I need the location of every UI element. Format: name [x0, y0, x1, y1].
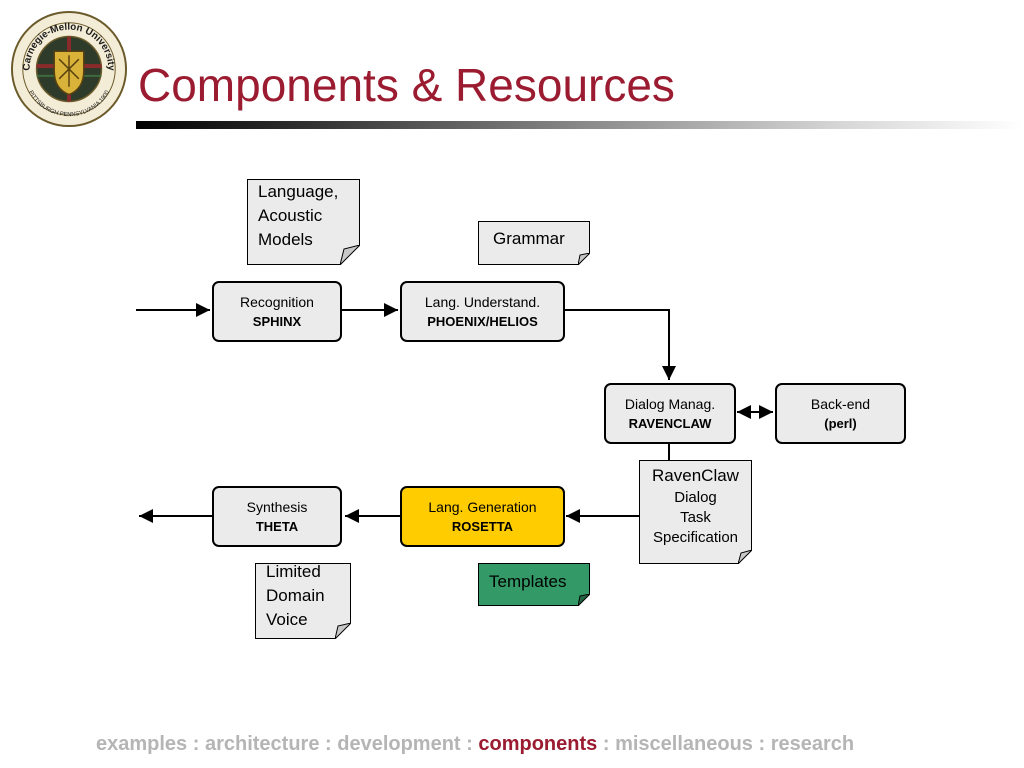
- backend-component: Back-end (perl): [775, 383, 906, 444]
- page-fold-icon: [578, 253, 590, 265]
- ravenclaw-spec-line-4: Specification: [652, 529, 739, 546]
- backend-engine: (perl): [824, 415, 857, 431]
- dialog-manager-label: Dialog Manag.: [624, 395, 716, 412]
- footer-separator: :: [597, 733, 616, 755]
- footer-nav: examples : architecture : development : …: [96, 733, 854, 756]
- footer-separator: :: [752, 733, 771, 755]
- university-seal-logo: Carnegie-Mellon University PITTSBURGH PE…: [10, 10, 128, 128]
- synthesis-engine: THETA: [255, 518, 299, 534]
- footer-link-development[interactable]: development: [337, 733, 461, 755]
- dialog-manager-component: Dialog Manag. RAVENCLAW: [604, 383, 736, 444]
- generation-engine: ROSETTA: [451, 518, 514, 534]
- ravenclaw-spec-resource-note: RavenClaw Dialog Task Specification: [639, 460, 752, 564]
- recognition-engine: SPHINX: [252, 313, 302, 329]
- grammar-resource-note: Grammar: [478, 221, 590, 265]
- understanding-component: Lang. Understand. PHOENIX/HELIOS: [400, 281, 565, 342]
- models-line-3: Models: [258, 230, 313, 249]
- dialog-manager-engine: RAVENCLAW: [628, 415, 712, 431]
- synthesis-component: Synthesis THETA: [212, 486, 342, 547]
- recognition-component: Recognition SPHINX: [212, 281, 342, 342]
- understanding-label: Lang. Understand.: [424, 293, 541, 310]
- footer-link-examples[interactable]: examples: [96, 733, 188, 755]
- slide-title: Components & Resources: [138, 59, 675, 111]
- ravenclaw-spec-line-1: RavenClaw: [652, 466, 739, 485]
- understanding-to-dialog-arrow: [564, 309, 676, 380]
- understanding-engine: PHOENIX/HELIOS: [427, 313, 538, 329]
- footer-link-architecture[interactable]: architecture: [204, 733, 320, 755]
- footer-separator: :: [460, 733, 479, 755]
- footer-link-components[interactable]: components: [478, 733, 598, 755]
- voice-line-1: Limited: [266, 562, 321, 581]
- page-fold-icon: [738, 550, 752, 564]
- ravenclaw-spec-line-2: Dialog: [674, 489, 717, 506]
- templates-line-1: Templates: [489, 572, 567, 591]
- generation-label: Lang. Generation: [428, 498, 537, 515]
- grammar-line-1: Grammar: [493, 229, 565, 248]
- footer-separator: :: [319, 733, 338, 755]
- page-fold-icon: [340, 245, 360, 265]
- footer-separator: :: [187, 733, 205, 755]
- templates-resource-note: Templates: [478, 563, 590, 606]
- ravenclaw-spec-line-3: Task: [680, 509, 711, 526]
- synthesis-label: Synthesis: [246, 498, 308, 515]
- models-resource-note: Language, Acoustic Models: [247, 179, 360, 265]
- generation-component: Lang. Generation ROSETTA: [400, 486, 565, 547]
- page-fold-icon: [335, 623, 351, 639]
- voice-line-3: Voice: [266, 610, 308, 629]
- footer-link-research[interactable]: research: [770, 733, 855, 755]
- page-fold-icon: [578, 594, 590, 606]
- recognition-label: Recognition: [240, 293, 314, 310]
- backend-label: Back-end: [810, 395, 871, 412]
- models-line-1: Language,: [258, 182, 339, 201]
- voice-resource-note: Limited Domain Voice: [255, 562, 351, 639]
- voice-line-2: Domain: [266, 586, 325, 605]
- title-underline-rule: [136, 121, 1024, 129]
- footer-link-miscellaneous[interactable]: miscellaneous: [615, 733, 753, 755]
- models-line-2: Acoustic: [258, 206, 323, 225]
